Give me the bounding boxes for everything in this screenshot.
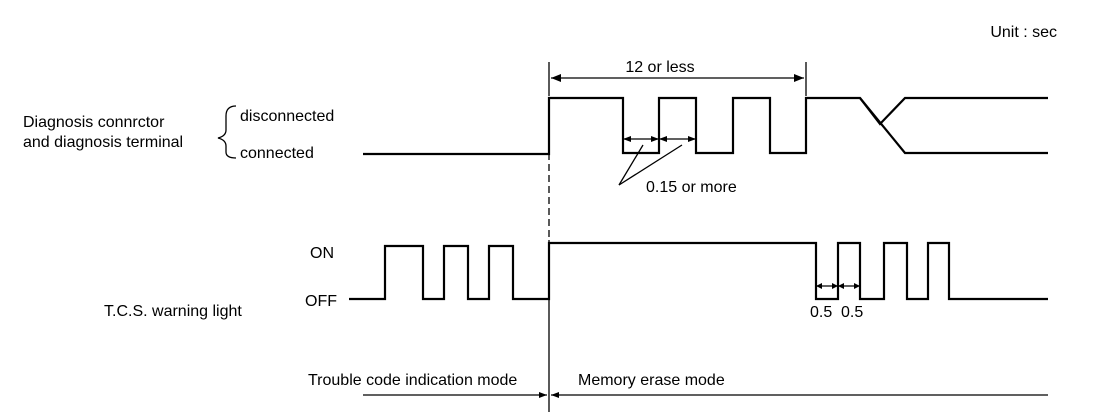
connector-label-line2: and diagnosis terminal <box>23 134 183 151</box>
pulse-width-label: 0.15 or more <box>646 179 737 196</box>
connector-state-brace <box>217 105 237 159</box>
light-interval-label-2: 0.5 <box>841 304 863 321</box>
mode-label-trouble-code: Trouble code indication mode <box>308 372 517 389</box>
connector-state-disconnected: disconnected <box>240 108 334 125</box>
warning-light-off-label: OFF <box>305 293 337 310</box>
unit-label: Unit : sec <box>990 24 1057 41</box>
mode-arrow-right <box>551 392 559 398</box>
pulse-dim-arrow-2a <box>659 136 667 142</box>
warning-light-waveform <box>349 241 1048 301</box>
connector-waveform-transition <box>859 96 1048 126</box>
connector-label-line1: Diagnosis connrctor <box>23 114 165 131</box>
mode-label-memory-erase: Memory erase mode <box>578 372 725 389</box>
mode-arrow-left <box>539 392 547 398</box>
light-interval-label-1: 0.5 <box>810 304 832 321</box>
light-dim-arrow-2a <box>838 283 844 289</box>
warning-light-label: T.C.S. warning light <box>104 303 242 320</box>
interval-arrow-right <box>794 74 804 82</box>
pulse-leader-1 <box>618 144 644 186</box>
light-dim-arrow-2b <box>854 283 860 289</box>
warning-light-on-label: ON <box>310 245 334 262</box>
connector-waveform <box>363 96 1048 156</box>
pulse-dim-arrow-1b <box>651 136 659 142</box>
connector-state-connected: connected <box>240 145 314 162</box>
interval-label: 12 or less <box>625 59 694 76</box>
pulse-leader-2 <box>618 144 683 186</box>
pulse-dim-arrow-1a <box>623 136 631 142</box>
light-dim-arrow-1a <box>816 283 822 289</box>
light-dim-arrow-1b <box>832 283 838 289</box>
interval-arrow-left <box>551 74 561 82</box>
pulse-dim-arrow-2b <box>688 136 696 142</box>
